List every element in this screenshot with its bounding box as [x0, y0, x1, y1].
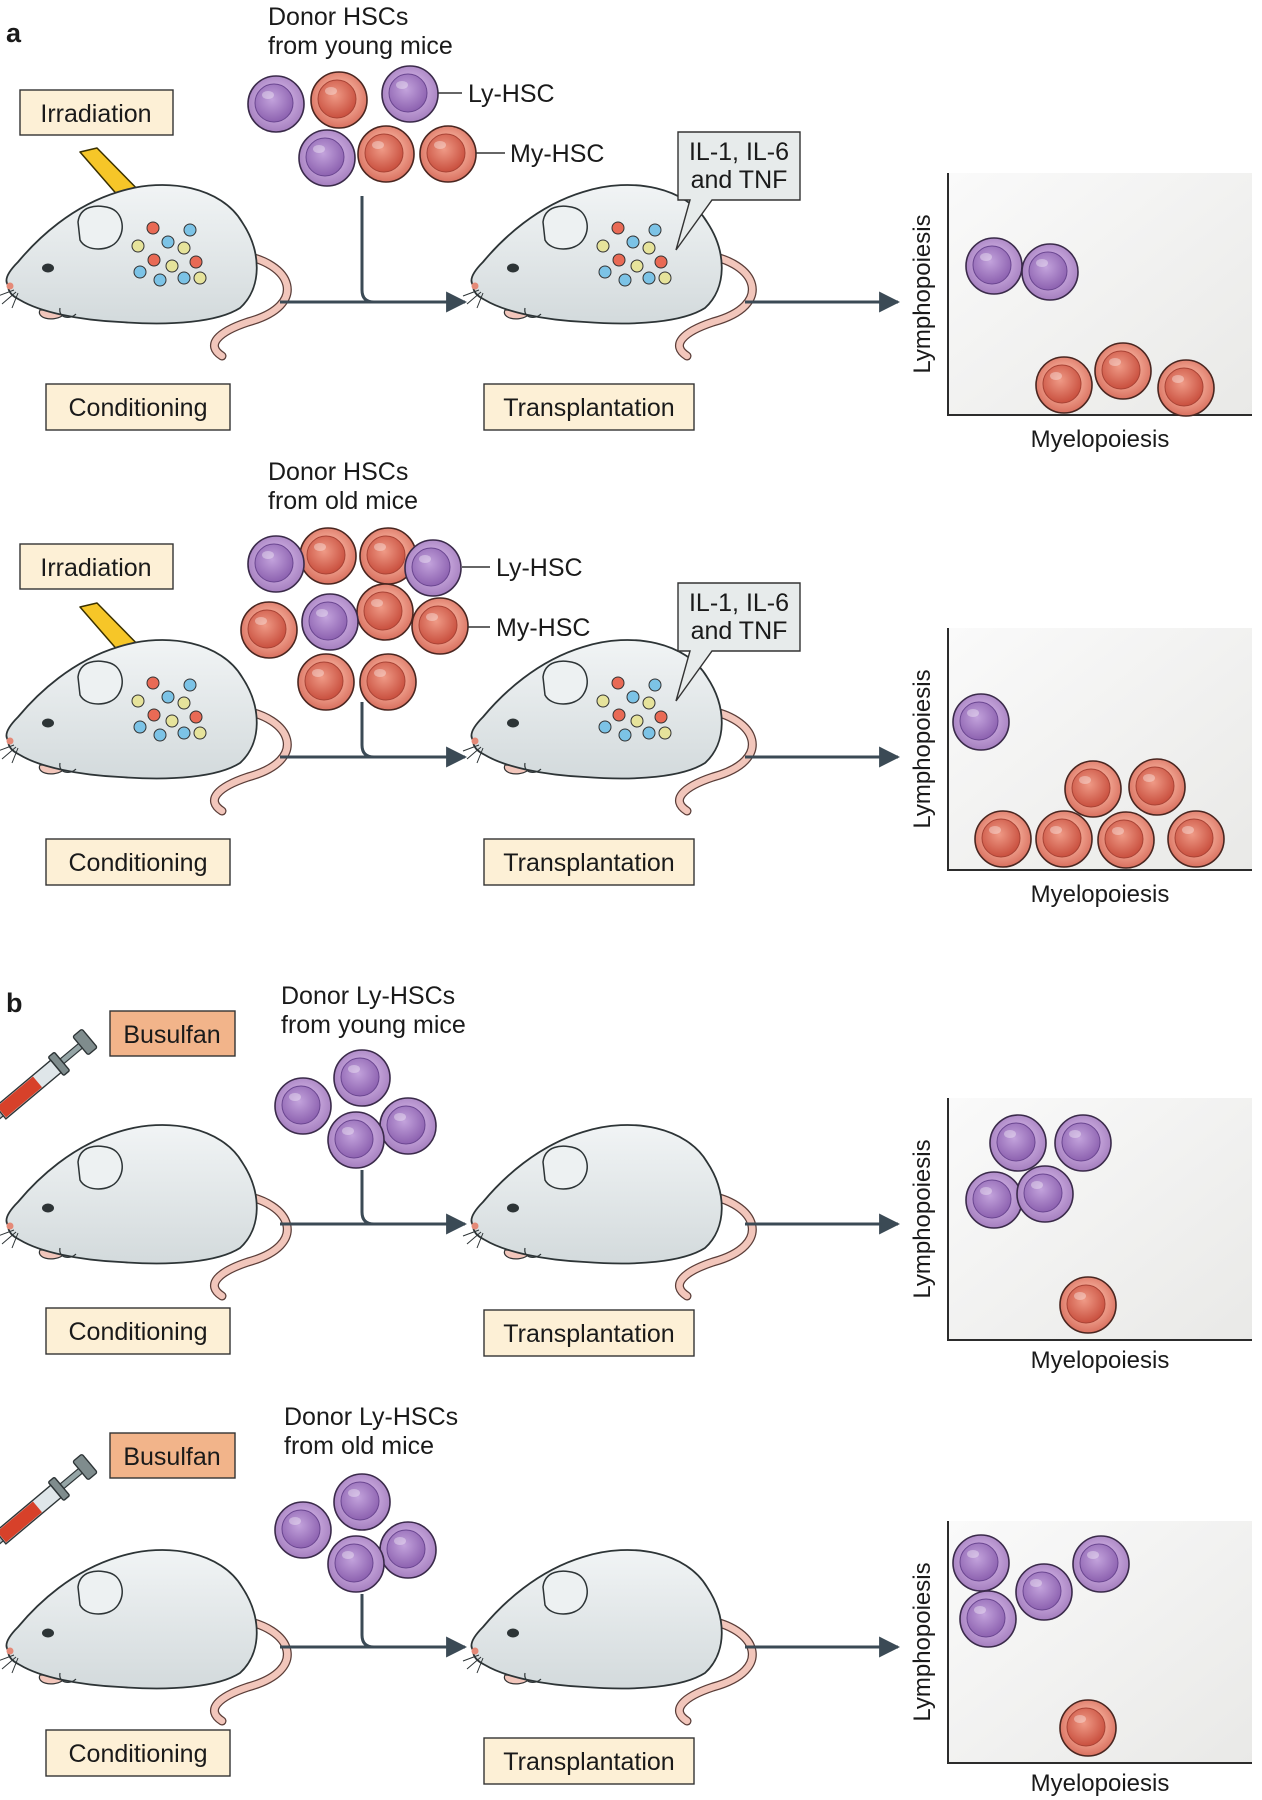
- outcome-plot: Lymphopoiesis Myelopoiesis: [909, 173, 1252, 453]
- my-hsc-cell-icon: [974, 810, 1032, 868]
- busulfan-label: Busulfan: [123, 1021, 220, 1049]
- ly-hsc-cell-icon: [1016, 1165, 1074, 1223]
- conditioning-box: Conditioning: [45, 838, 231, 886]
- conditioning-box: Conditioning: [45, 383, 231, 431]
- my-hsc-cell-icon: [1059, 1699, 1117, 1757]
- outcome-plot: Lymphopoiesis Myelopoiesis: [909, 628, 1252, 908]
- cytokine-line1: IL-1, IL-6: [689, 589, 789, 617]
- conditioning-box: Conditioning: [45, 1729, 231, 1777]
- plot-x-label: Myelopoiesis: [1031, 1770, 1170, 1797]
- ly-hsc-cell-icon: [1015, 1563, 1073, 1621]
- my-hsc-cell-icon: [1167, 810, 1225, 868]
- ly-hsc-cell-icon: [959, 1590, 1017, 1648]
- ly-hsc-cell-icon: [952, 693, 1010, 751]
- donor-title-line1: Donor Ly-HSCs: [284, 1403, 458, 1431]
- plot-y-label: Lymphopoiesis: [909, 1139, 936, 1298]
- my-hsc-cell-icon: [1035, 356, 1093, 414]
- donor-hsc-cluster: [247, 65, 477, 187]
- plot-x-label: Myelopoiesis: [1031, 1347, 1170, 1374]
- my-hsc-cell-icon: [1128, 758, 1186, 816]
- transplantation-label: Transplantation: [503, 394, 674, 422]
- my-hsc-label: My-HSC: [510, 140, 604, 168]
- busulfan-label: Busulfan: [123, 1443, 220, 1471]
- conditioning-label: Conditioning: [69, 1318, 208, 1346]
- donor-title-line2: from young mice: [281, 1011, 466, 1039]
- transplantation-box: Transplantation: [483, 838, 695, 886]
- ly-hsc-cell-icon: [952, 1534, 1010, 1592]
- donor-ly-hsc-cluster: [274, 1049, 437, 1169]
- my-hsc-label: My-HSC: [496, 614, 590, 642]
- row-b-young: Donor Ly-HSCs from young mice Busulfan C…: [0, 982, 1252, 1374]
- plot-x-label: Myelopoiesis: [1031, 426, 1170, 453]
- irradiation-box: Irradiation: [19, 89, 174, 136]
- mouse-icon: [463, 1125, 752, 1296]
- cytokine-callout: IL-1, IL-6 and TNF: [675, 582, 801, 702]
- flow-arrow-to-transplant: [280, 1594, 465, 1647]
- mouse-icon: [463, 1550, 752, 1721]
- ly-hsc-label: Ly-HSC: [468, 80, 555, 108]
- outcome-plot: Lymphopoiesis Myelopoiesis: [909, 1098, 1252, 1374]
- transplantation-label: Transplantation: [503, 1748, 674, 1776]
- donor-title-line1: Donor HSCs: [268, 3, 408, 31]
- my-hsc-cell-icon: [1097, 811, 1155, 869]
- my-hsc-cell-icon: [1059, 1276, 1117, 1334]
- flow-arrow-to-transplant: [280, 196, 465, 302]
- transplantation-box: Transplantation: [483, 1309, 695, 1357]
- row-a-young: Donor HSCs from young mice Ly-HSC My-HSC…: [0, 3, 1252, 453]
- ly-hsc-cell-icon: [1072, 1535, 1130, 1593]
- irradiation-label: Irradiation: [40, 100, 151, 128]
- cytokine-line2: and TNF: [691, 166, 788, 194]
- row-a-old: Donor HSCs from old mice Ly-HSC My-HSC I…: [0, 458, 1252, 908]
- conditioning-label: Conditioning: [69, 849, 208, 877]
- plot-y-label: Lymphopoiesis: [909, 214, 936, 373]
- my-hsc-cell-icon: [1094, 342, 1152, 400]
- ly-hsc-cell-icon: [965, 1171, 1023, 1229]
- donor-title-line1: Donor HSCs: [268, 458, 408, 486]
- donor-title-line2: from old mice: [268, 487, 418, 515]
- transplantation-label: Transplantation: [503, 1320, 674, 1348]
- outcome-plot: Lymphopoiesis Myelopoiesis: [909, 1521, 1252, 1797]
- conditioning-label: Conditioning: [69, 1740, 208, 1768]
- donor-title-line2: from old mice: [284, 1432, 434, 1460]
- transplantation-box: Transplantation: [483, 383, 695, 431]
- donor-ly-hsc-cluster: [274, 1473, 437, 1593]
- conditioning-label: Conditioning: [69, 394, 208, 422]
- panel-a-letter: a: [6, 18, 22, 48]
- cytokine-line2: and TNF: [691, 617, 788, 645]
- my-hsc-cell-icon: [1064, 760, 1122, 818]
- panel-b-letter: b: [6, 988, 23, 1018]
- conditioning-box: Conditioning: [45, 1307, 231, 1355]
- cytokine-callout: IL-1, IL-6 and TNF: [675, 131, 801, 251]
- row-b-old: Donor Ly-HSCs from old mice Busulfan Con…: [0, 1403, 1252, 1797]
- my-hsc-cell-icon: [1157, 359, 1215, 417]
- donor-hsc-cluster: [240, 527, 469, 711]
- busulfan-box: Busulfan: [109, 1010, 236, 1057]
- my-hsc-cell-icon: [1035, 810, 1093, 868]
- plot-y-label: Lymphopoiesis: [909, 1562, 936, 1721]
- transplantation-label: Transplantation: [503, 849, 674, 877]
- syringe-icon: [0, 1453, 99, 1584]
- syringe-icon: [0, 1028, 99, 1159]
- irradiation-label: Irradiation: [40, 554, 151, 582]
- ly-hsc-label: Ly-HSC: [496, 554, 583, 582]
- donor-title-line1: Donor Ly-HSCs: [281, 982, 455, 1010]
- mouse-icon: [0, 1125, 287, 1296]
- flow-arrow-to-transplant: [280, 1170, 465, 1224]
- ly-hsc-cell-icon: [965, 237, 1023, 295]
- donor-title-line2: from young mice: [268, 32, 453, 60]
- ly-hsc-cell-icon: [989, 1114, 1047, 1172]
- ly-hsc-cell-icon: [1021, 243, 1079, 301]
- transplantation-box: Transplantation: [483, 1737, 695, 1785]
- irradiation-box: Irradiation: [19, 543, 174, 590]
- plot-x-label: Myelopoiesis: [1031, 881, 1170, 908]
- cytokine-line1: IL-1, IL-6: [689, 138, 789, 166]
- flow-arrow-to-transplant: [280, 702, 465, 757]
- mouse-icon: [0, 1550, 287, 1721]
- plot-y-label: Lymphopoiesis: [909, 669, 936, 828]
- ly-hsc-cell-icon: [1054, 1114, 1112, 1172]
- busulfan-box: Busulfan: [109, 1432, 236, 1479]
